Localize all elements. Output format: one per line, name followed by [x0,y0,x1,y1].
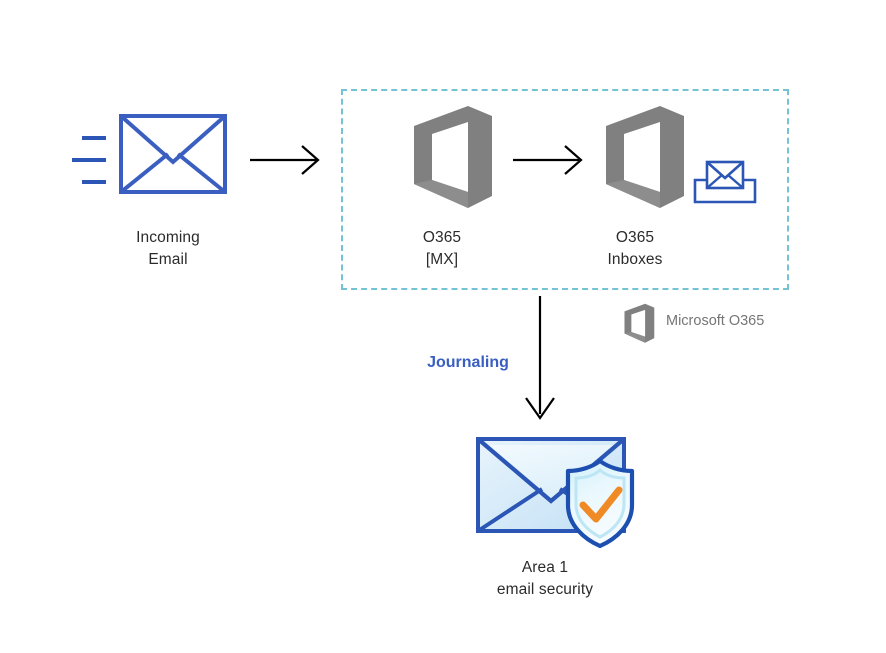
inbox-tray-icon [692,158,758,206]
edge-label-journaling: Journaling [427,354,509,371]
node-label-incoming-email: Incoming Email [136,229,200,268]
legend-label-microsoft-o365: Microsoft O365 [666,313,765,329]
o365-boundary-box [341,89,789,290]
shielded-envelope-icon [466,427,636,549]
arrow-mx-to-inboxes [513,140,593,180]
office365-logo-icon [406,104,498,214]
node-label-o365-inboxes: O365 Inboxes [607,229,663,268]
arrow-email-to-o365 [250,140,330,180]
speed-lines-icon [72,136,106,184]
office365-logo-icon [621,303,657,345]
office365-logo-icon [598,104,690,214]
node-label-area1: Area 1 email security [496,559,594,598]
node-label-o365-mx: O365 [MX] [422,229,462,268]
envelope-icon [72,114,232,214]
arrow-journaling [520,296,560,424]
